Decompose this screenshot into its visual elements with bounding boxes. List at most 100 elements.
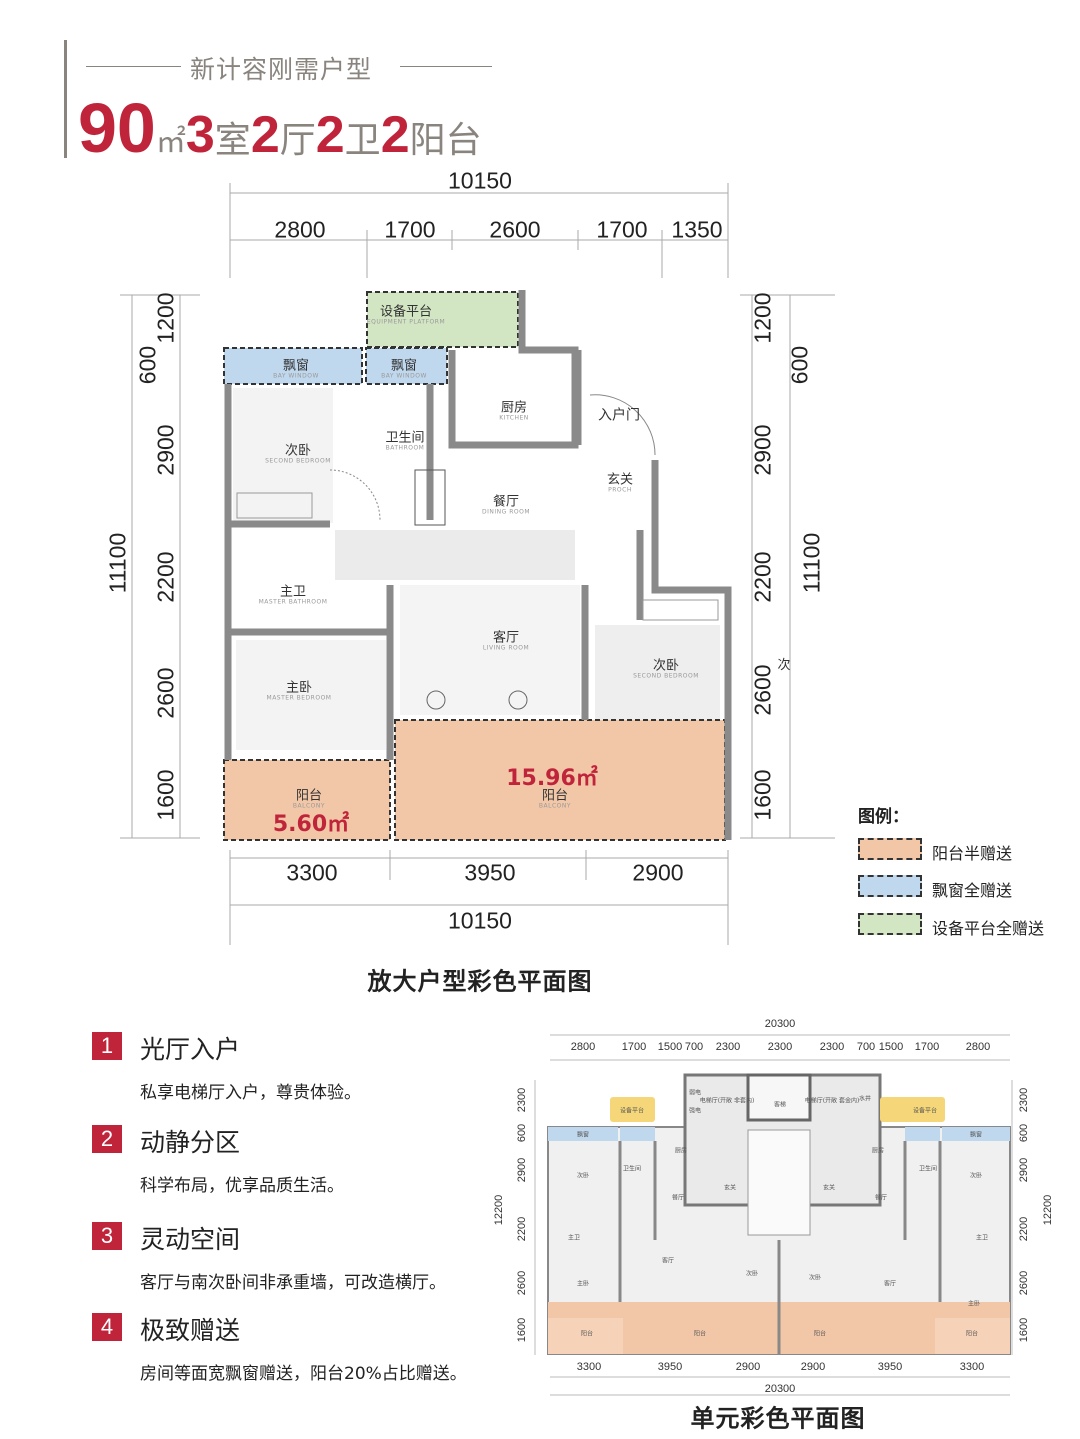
room-name-en: MASTER BATHROOM — [258, 598, 328, 606]
room-name: 餐厅 — [492, 494, 520, 510]
subtitle: 新计容刚需户型 — [190, 55, 373, 84]
top-dimension: 1700 — [384, 216, 436, 243]
left-dimension: 2200 — [152, 551, 179, 603]
unit-top-dim: 2300 — [715, 1041, 741, 1053]
area-number: 90 — [78, 89, 156, 167]
subtitle-line-left — [86, 66, 181, 67]
unit-label: 主卧 — [576, 1280, 590, 1288]
room-name-en: DINING ROOM — [482, 508, 530, 516]
unit-label: 餐厅 — [874, 1194, 888, 1202]
unit-top-total: 20300 — [764, 1018, 796, 1030]
unit-top-dim: 1700 — [914, 1041, 940, 1053]
unit-right-dim: 2200 — [1018, 1216, 1030, 1242]
unit-label: 卫生间 — [622, 1165, 642, 1173]
room-name: 主卫 — [279, 584, 307, 600]
room-name-en: PROCH — [608, 486, 632, 494]
unit-bottom-dim: 3300 — [959, 1361, 985, 1373]
unit-bottom-dim: 3300 — [576, 1361, 602, 1373]
baths-label: 卫 — [344, 120, 381, 161]
unit-label: 客梯 — [773, 1101, 787, 1109]
left-dimension: 2900 — [152, 424, 179, 476]
unit-label: 阳台 — [580, 1330, 594, 1338]
feature-title: 动静分区 — [140, 1128, 241, 1157]
room-name-en: BAY WINDOW — [381, 372, 427, 380]
unit-caption: 单元彩色平面图 — [690, 1404, 866, 1433]
legend-label: 阳台半赠送 — [932, 844, 1013, 863]
legend-swatch-balcony — [858, 838, 922, 860]
feature-desc: 私享电梯厅入户，尊贵体验。 — [140, 1083, 361, 1103]
left-dimension: 2600 — [152, 667, 179, 719]
room-name-en: LIVING ROOM — [482, 644, 530, 652]
unit-label: 阳台 — [813, 1330, 827, 1338]
unit-top-dim: 2800 — [570, 1041, 596, 1053]
entrance-door-label: 入户门 — [598, 407, 640, 424]
unit-title: 90 ㎡ 3 室 2 厅 2 卫 2 阳台 — [78, 88, 482, 168]
unit-label: 弱电 — [688, 1089, 702, 1097]
top-dimension: 1350 — [671, 216, 723, 243]
room-name: 厨房 — [500, 400, 527, 416]
bottom-dimension: 2900 — [632, 859, 684, 886]
right-dimension: 2600 — [749, 664, 776, 716]
unit-label: 厨房 — [871, 1147, 885, 1155]
top-dimension: 2800 — [274, 216, 326, 243]
unit-label: 阳台 — [693, 1330, 707, 1338]
unit-left-dim: 2900 — [516, 1157, 528, 1183]
legend-title: 图例： — [858, 807, 909, 827]
feature-number: 1 — [92, 1032, 122, 1060]
unit-label: 玄关 — [723, 1184, 737, 1192]
plan-caption: 放大户型彩色平面图 — [367, 967, 593, 996]
rooms-label: 室 — [214, 120, 251, 161]
baths-number: 2 — [315, 106, 345, 164]
legend-label: 飘窗全赠送 — [932, 881, 1013, 900]
unit-bottom-dim: 2900 — [800, 1361, 826, 1373]
unit-left-dim: 600 — [516, 1123, 528, 1143]
unit-right-dim: 2900 — [1018, 1157, 1030, 1183]
unit-label: 次卧 — [576, 1172, 590, 1180]
room-name-en: BALCONY — [292, 802, 326, 810]
room-name-en: MASTER BEDROOM — [266, 694, 332, 702]
unit-bottom-dim: 3950 — [657, 1361, 683, 1373]
floor-plan-drawing — [120, 183, 835, 945]
left-dimension: 1200 — [152, 292, 179, 344]
feature-number: 3 — [92, 1222, 122, 1250]
halls-label: 厅 — [279, 120, 316, 161]
feature-number: 4 — [92, 1313, 122, 1341]
unit-top-dim: 700 — [684, 1041, 704, 1053]
feature-title: 灵动空间 — [140, 1225, 241, 1254]
unit-top-dim: 2300 — [767, 1041, 793, 1053]
bottom-dimension: 3950 — [464, 859, 516, 886]
unit-left-dim: 2300 — [516, 1087, 528, 1113]
bottom-total-dimension: 10150 — [448, 907, 512, 934]
unit-top-dim: 2800 — [965, 1041, 991, 1053]
unit-label: 设备平台 — [619, 1107, 645, 1115]
unit-label: 次卧 — [808, 1274, 822, 1282]
unit-label: 飘窗 — [576, 1131, 590, 1139]
unit-right-dim: 2300 — [1018, 1087, 1030, 1113]
room-name-en: BALCONY — [538, 802, 572, 810]
unit-label: 强电 — [688, 1107, 702, 1115]
unit-bottom-dim: 2900 — [735, 1361, 761, 1373]
halls-number: 2 — [250, 106, 280, 164]
legend-swatch-equipment — [858, 913, 922, 935]
room-name-en: SECOND BEDROOM — [265, 457, 331, 465]
room-name: 飘窗 — [390, 358, 418, 374]
unit-label: 电梯厅(开敞 非套内) — [699, 1097, 755, 1105]
room-name: 客厅 — [492, 630, 520, 646]
unit-bottom-dim: 3950 — [877, 1361, 903, 1373]
unit-label: 餐厅 — [671, 1194, 685, 1202]
right-dimension: 2900 — [749, 424, 776, 476]
left-dimension: 600 — [134, 345, 161, 385]
room-name: 次卧 — [652, 658, 680, 674]
room-name-en: BATHROOM — [385, 444, 425, 452]
room-name: 主卧 — [285, 680, 313, 696]
